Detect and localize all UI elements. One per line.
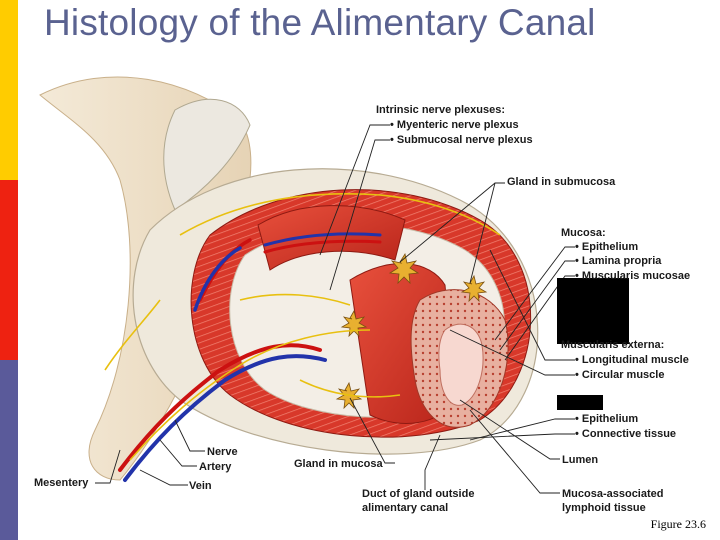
label-gland-mucosa: Gland in mucosa: [294, 458, 384, 470]
label-myenteric-plexus: • Myenteric nerve plexus: [390, 119, 519, 131]
label-alimentary-canal: alimentary canal: [362, 502, 448, 514]
label-muscularis-mucosae: • Muscularis mucosae: [575, 270, 690, 282]
label-lamina-propria: • Lamina propria: [575, 255, 662, 267]
label-connective-tissue: • Connective tissue: [575, 428, 676, 440]
label-mesentery: Mesentery: [34, 477, 89, 489]
sidebar-blue-segment: [0, 360, 18, 540]
label-circular-muscle: • Circular muscle: [575, 369, 664, 381]
label-mucosa-associated: Mucosa-associated: [562, 488, 663, 500]
label-artery: Artery: [199, 461, 232, 473]
label-lymphoid-tissue: lymphoid tissue: [562, 502, 646, 514]
label-duct-gland: Duct of gland outside: [362, 488, 474, 500]
mucosa-lumen-region: [410, 289, 509, 428]
label-serosa-epithelium: • Epithelium: [575, 413, 638, 425]
label-intrinsic-heading: Intrinsic nerve plexuses:: [376, 104, 505, 116]
label-lumen: Lumen: [562, 454, 598, 466]
label-longitudinal-muscle: • Longitudinal muscle: [575, 354, 689, 366]
figure-label: Figure 23.6: [650, 517, 706, 531]
label-mucosa-heading: Mucosa:: [561, 227, 606, 239]
slide-title: Histology of the Alimentary Canal: [44, 2, 596, 43]
nerve-fibers: [104, 193, 501, 461]
label-muscularis-externa: Muscularis externa:: [561, 339, 664, 351]
redaction-box-serosa-heading: [557, 278, 629, 344]
label-gland-submucosa: Gland in submucosa: [507, 176, 616, 188]
sidebar-accent-bar: [0, 0, 18, 540]
sidebar-yellow-segment: [0, 0, 18, 180]
label-submucosal-plexus: • Submucosal nerve plexus: [390, 134, 533, 146]
redaction-box-serosa-label: [557, 395, 603, 410]
blood-vessels: [118, 232, 382, 482]
label-leader-lines: [95, 124, 575, 494]
label-mucosa-epithelium: • Epithelium: [575, 241, 638, 253]
label-nerve: Nerve: [207, 446, 238, 458]
sidebar-red-segment: [0, 180, 18, 360]
label-vein: Vein: [189, 480, 212, 492]
